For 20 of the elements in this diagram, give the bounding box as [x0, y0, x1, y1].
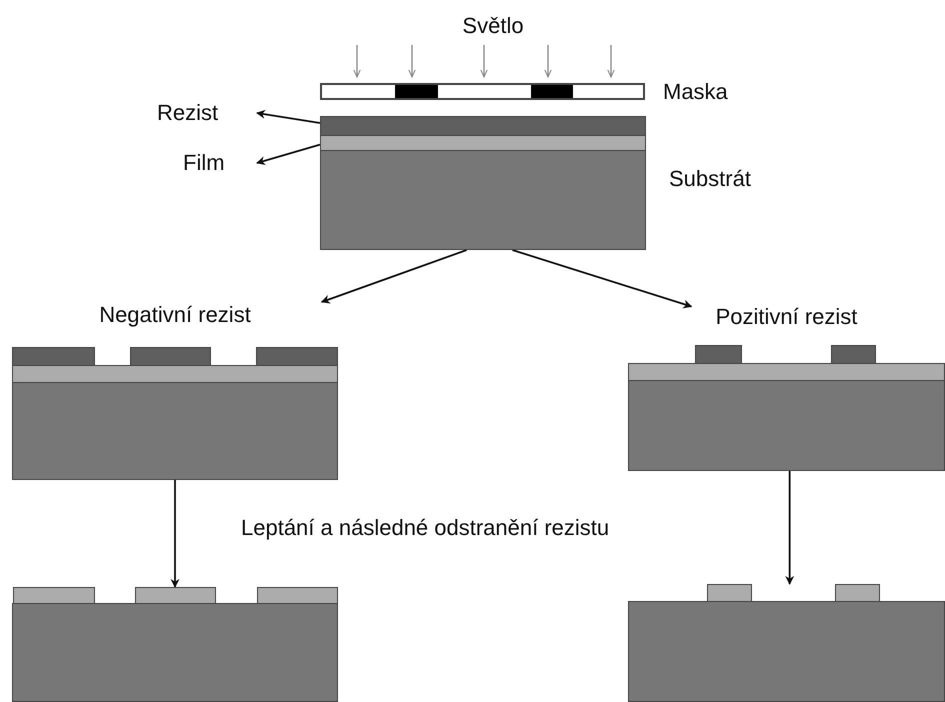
wafer-cross-section-drawing: [628, 584, 945, 702]
leader-arrow: [256, 144, 320, 166]
layer-label: Film: [183, 151, 226, 175]
process-heading: Negativní rezist: [99, 302, 251, 327]
arrow: [512, 249, 692, 308]
film-layer: [320, 135, 646, 151]
light-label: Světlo: [462, 14, 524, 38]
wafer-cross-section-drawing: [320, 150, 646, 250]
leader-arrow: [256, 110, 320, 124]
resist-layer: [320, 116, 646, 136]
arrow: [320, 249, 467, 304]
step-label: Leptání a následné odstranění rezistu: [241, 516, 610, 540]
part-label: Substrát: [669, 167, 751, 191]
part-label: Maska: [663, 80, 728, 104]
layer-label: Rezist: [157, 101, 220, 125]
arrow: [170, 480, 180, 588]
wafer-cross-section-drawing: [12, 587, 338, 702]
photomask: [320, 83, 645, 100]
arrow: [785, 471, 794, 585]
process-heading: Pozitivní rezist: [716, 304, 858, 329]
